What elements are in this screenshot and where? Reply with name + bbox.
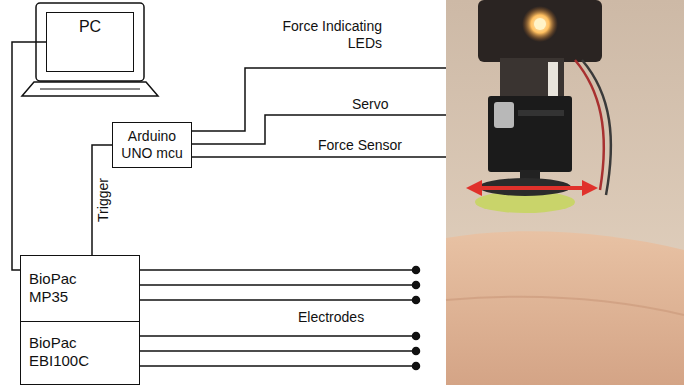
computer-box: PC: [46, 12, 134, 72]
device-photo: [446, 0, 684, 385]
amplifier-box: BioPac EBI100C: [20, 321, 140, 385]
amplifier-box: BioPac MP35: [20, 255, 140, 322]
part-label: Servo: [352, 96, 389, 113]
node-text: BioPac MP35: [29, 270, 99, 306]
signal-wires: [192, 68, 478, 157]
node-text: PC: [51, 17, 129, 36]
electrode-wires: [140, 267, 420, 370]
part-label: Force Indicating LEDs: [272, 18, 382, 52]
edge-label: Trigger: [95, 176, 112, 224]
part-label: Electrodes: [298, 309, 364, 326]
microcontroller-box: Arduino UNO mcu: [112, 122, 192, 168]
node-text: BioPac EBI100C: [29, 334, 99, 370]
connector-wire: [12, 42, 46, 270]
part-label: Force Sensor: [318, 137, 402, 154]
node-text: Arduino UNO mcu: [117, 128, 187, 162]
connector-wire: [92, 145, 112, 255]
laptop-icon: [22, 3, 158, 96]
